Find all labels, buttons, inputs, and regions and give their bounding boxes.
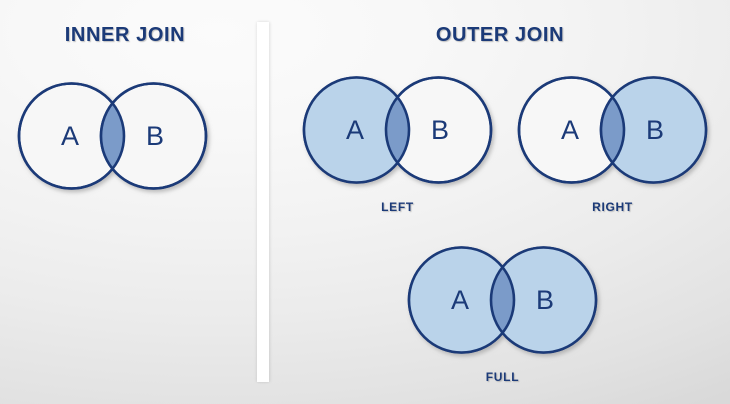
venn-label-b: B — [536, 285, 554, 315]
venn-caption-right: RIGHT — [592, 200, 633, 214]
venn-caption-left: LEFT — [381, 200, 414, 214]
venn-label-b: B — [431, 115, 449, 145]
section-title-inner-join: INNER JOIN — [64, 24, 186, 46]
venn-circle-a-outline — [407, 246, 516, 354]
venn-circle-b-outline — [599, 76, 708, 184]
venn-right-outer-join: A B RIGHT — [510, 70, 715, 214]
venn-label-a: A — [61, 121, 79, 151]
venn-left-outer-join: A B LEFT — [295, 70, 500, 214]
venn-label-a: A — [451, 285, 469, 315]
venn-caption-full: FULL — [485, 370, 520, 384]
venn-circle-a-outline — [17, 82, 126, 190]
venn-full-outer-join: A B FULL — [400, 240, 605, 384]
venn-inner-join: A B — [10, 76, 215, 200]
section-title-outer-join: OUTER JOIN — [435, 24, 565, 46]
venn-label-b: B — [646, 115, 664, 145]
venn-label-a: A — [346, 115, 364, 145]
venn-circle-a-outline — [302, 76, 411, 184]
section-divider — [257, 22, 269, 382]
venn-circle-b-outline — [489, 246, 598, 354]
venn-label-b: B — [146, 121, 164, 151]
venn-circle-b-outline — [384, 76, 493, 184]
venn-circle-a-outline — [517, 76, 626, 184]
venn-label-a: A — [561, 115, 579, 145]
venn-circle-b-outline — [99, 82, 208, 190]
